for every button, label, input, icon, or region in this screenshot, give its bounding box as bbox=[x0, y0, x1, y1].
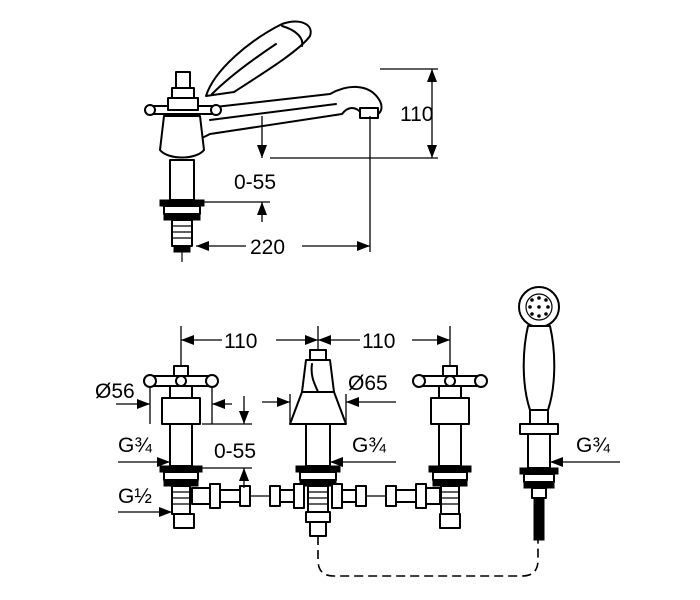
side-height-dimension: 110 bbox=[270, 68, 438, 159]
side-adjust-dimension: 0-55 bbox=[204, 116, 276, 222]
side-hand-shower bbox=[205, 20, 312, 97]
front-adjust-value: 0-55 bbox=[214, 440, 256, 463]
front-adjust-dimension: 0-55 bbox=[202, 396, 256, 488]
front-hand-shower bbox=[518, 286, 560, 541]
side-adjust-value: 0-55 bbox=[234, 171, 276, 194]
thread-valve-value: G¾ bbox=[118, 434, 152, 457]
front-spacing-right-value: 110 bbox=[362, 330, 395, 353]
thread-shower-value: G¾ bbox=[576, 434, 610, 457]
front-center-spout bbox=[289, 349, 347, 537]
handle-diameter-dimension: Ø56 bbox=[95, 380, 232, 424]
side-spout bbox=[195, 86, 383, 141]
side-valve-body bbox=[144, 71, 222, 159]
front-hose bbox=[317, 536, 539, 577]
front-right-valve bbox=[412, 365, 488, 529]
side-height-value: 110 bbox=[400, 103, 433, 126]
front-spacing-dimension: 110 110 bbox=[180, 326, 451, 372]
thread-center-label: G¾ bbox=[330, 434, 396, 467]
front-left-valve bbox=[143, 365, 219, 529]
handle-diameter-value: Ø56 bbox=[95, 380, 135, 403]
front-spacing-left-value: 110 bbox=[224, 330, 257, 353]
side-shank bbox=[159, 159, 205, 262]
side-reach-dimension: 220 bbox=[196, 116, 371, 259]
spout-diameter-dimension: Ø65 bbox=[262, 372, 396, 424]
side-view: 110 0-55 220 bbox=[144, 20, 438, 262]
front-connecting-pipes bbox=[191, 483, 441, 509]
spout-diameter-value: Ø65 bbox=[348, 372, 388, 395]
thread-shower-label: G¾ bbox=[550, 434, 620, 467]
front-view: 110 110 bbox=[95, 286, 620, 577]
thread-supply-label: G½ bbox=[118, 485, 172, 517]
thread-valve-label: G¾ bbox=[118, 434, 170, 467]
thread-center-value: G¾ bbox=[352, 434, 386, 457]
side-reach-value: 220 bbox=[250, 236, 285, 259]
thread-supply-value: G½ bbox=[118, 485, 152, 508]
